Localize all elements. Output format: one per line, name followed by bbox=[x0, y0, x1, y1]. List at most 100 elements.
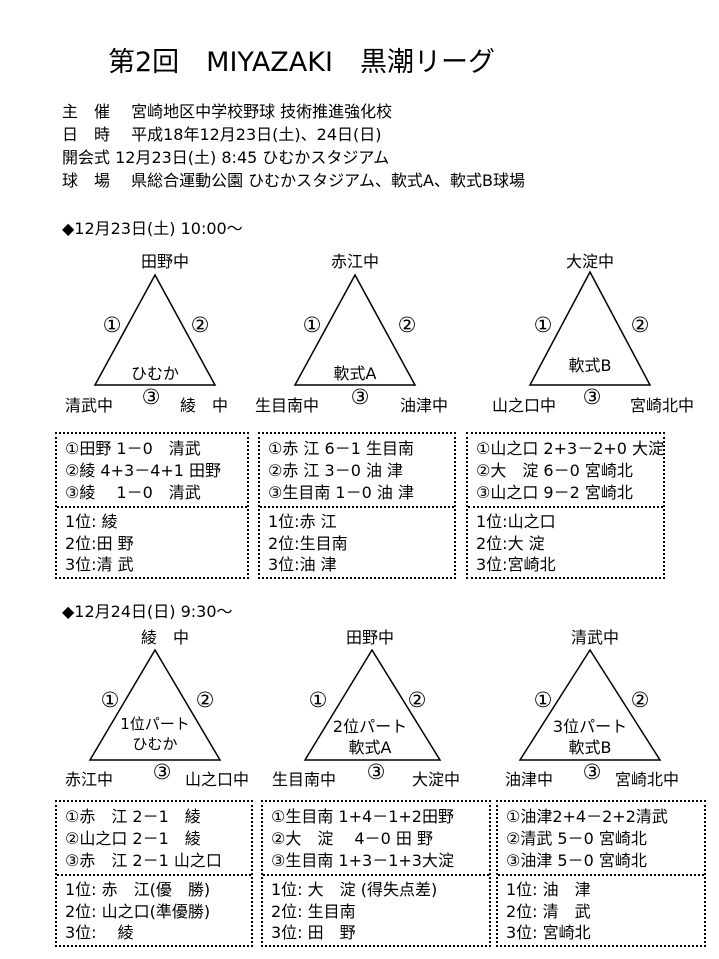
venue-label: 軟式A bbox=[348, 738, 392, 757]
match-2-marker: ② bbox=[630, 313, 650, 337]
team-right: 宮崎北中 bbox=[630, 396, 695, 415]
match-1-marker: ① bbox=[308, 688, 328, 712]
ranking: 1位:赤 江 bbox=[268, 512, 337, 531]
ranking: 2位:田 野 bbox=[65, 533, 134, 553]
ranking: 2位: 生目南 bbox=[271, 901, 356, 921]
ranking: 3位:宮崎北 bbox=[476, 555, 556, 574]
match-result: ②山之口 2－1 綾 bbox=[65, 829, 201, 848]
triangle-day1-group1 bbox=[93, 273, 217, 386]
team-left: 赤江中 bbox=[65, 770, 114, 789]
match-result: ③赤 江 2－1 山之口 bbox=[65, 851, 222, 870]
match-3-marker: ③ bbox=[141, 385, 161, 409]
match-result: ③生目南 1－0 油 津 bbox=[268, 483, 414, 502]
results-box-day2-group1: ①赤 江 2－1 綾 ②山之口 2－1 綾 ③赤 江 2－1 山之口 1位: 赤 江… bbox=[55, 800, 253, 947]
team-top: 清武中 bbox=[570, 628, 620, 647]
team-right: 山之口中 bbox=[185, 770, 250, 789]
results-box-day2-group2: ①生目南 1+4－1+2田野 ②大 淀 4－0 田 野 ③生目南 1+3－1+3大淀… bbox=[261, 800, 491, 947]
team-top: 赤江中 bbox=[330, 252, 380, 271]
ranking: 3位: 田 野 bbox=[271, 923, 356, 942]
match-3-marker: ③ bbox=[582, 385, 602, 409]
match-1-marker: ① bbox=[533, 688, 553, 712]
team-top: 大淀中 bbox=[565, 252, 615, 271]
team-right: 大淀中 bbox=[412, 770, 461, 789]
match-result: ①生目南 1+4－1+2田野 bbox=[271, 807, 454, 826]
match-result: ①赤 江 6－1 生目南 bbox=[268, 439, 414, 458]
match-result: ③生目南 1+3－1+3大淀 bbox=[271, 851, 454, 870]
team-left: 山之口中 bbox=[492, 396, 557, 415]
team-left: 清武中 bbox=[65, 396, 114, 415]
match-1-marker: ① bbox=[302, 313, 322, 337]
match-3-marker: ③ bbox=[350, 385, 370, 409]
team-left: 生目南中 bbox=[272, 770, 337, 789]
part-label: 2位パート bbox=[332, 717, 408, 736]
ranking: 2位: 清 武 bbox=[506, 901, 591, 921]
venue-label: 軟式B bbox=[568, 738, 612, 757]
triangle-day1-group2 bbox=[293, 273, 417, 386]
match-result: ①山之口 2+3－2+0 大淀 bbox=[476, 439, 665, 458]
ranking: 3位:清 武 bbox=[65, 555, 134, 574]
info-date: 日 時 平成18年12月23日(土)、24日(日) bbox=[62, 125, 382, 144]
match-2-marker: ② bbox=[190, 313, 210, 337]
results-box-day2-group3: ①油津2+4－2+2清武 ②清武 5－0 宮崎北 ③油津 5－0 宮崎北 1位: 油… bbox=[496, 800, 706, 947]
part-label: 1位パート bbox=[120, 715, 190, 733]
venue-label: ひむか bbox=[132, 735, 178, 753]
match-1-marker: ① bbox=[102, 313, 122, 337]
venue-label: ひむか bbox=[130, 364, 180, 383]
match-3-marker: ③ bbox=[152, 760, 172, 784]
team-right: 宮崎北中 bbox=[615, 770, 680, 789]
venue-label: 軟式B bbox=[568, 356, 612, 375]
match-result: ①油津2+4－2+2清武 bbox=[506, 807, 668, 826]
match-result: ②綾 4+3－4+1 田野 bbox=[65, 461, 222, 480]
match-result: ③綾 1－0 清武 bbox=[65, 483, 201, 502]
ranking: 2位: 山之口(準優勝) bbox=[65, 901, 211, 921]
day2-header: ◆12月24日(日) 9:30～ bbox=[62, 602, 233, 621]
triangle-day2-group1 bbox=[88, 648, 222, 761]
triangle-day2-group3 bbox=[518, 648, 662, 761]
match-2-marker: ② bbox=[195, 688, 215, 712]
ranking: 2位:生目南 bbox=[268, 533, 348, 553]
team-top: 田野中 bbox=[345, 628, 395, 647]
page-title: 第2回 MIYAZAKI 黒潮リーグ bbox=[108, 47, 495, 78]
match-2-marker: ② bbox=[630, 688, 650, 712]
match-result: ①赤 江 2－1 綾 bbox=[65, 807, 201, 826]
info-venue: 球 場 県総合運動公園 ひむかスタジアム、軟式A、軟式B球場 bbox=[62, 171, 525, 190]
ranking: 1位: 油 津 bbox=[506, 880, 591, 899]
ranking: 1位:山之口 bbox=[476, 512, 556, 531]
ranking: 3位: 宮崎北 bbox=[506, 923, 591, 942]
ranking: 2位:大 淀 bbox=[476, 533, 545, 553]
match-2-marker: ② bbox=[397, 313, 417, 337]
results-box-day1-group2: ①赤 江 6－1 生目南 ②赤 江 3－0 油 津 ③生目南 1－0 油 津 1位:… bbox=[258, 432, 456, 579]
match-1-marker: ① bbox=[533, 313, 553, 337]
match-result: ②大 淀 4－0 田 野 bbox=[271, 829, 433, 848]
info-organizer: 主 催 宮崎地区中学校野球 技術推進強化校 bbox=[62, 102, 393, 121]
ranking: 1位: 大 淀 (得失点差) bbox=[271, 880, 438, 899]
team-right: 油津中 bbox=[400, 396, 449, 415]
part-label: 3位パート bbox=[552, 717, 628, 736]
info-opening: 開会式 12月23日(土) 8:45 ひむかスタジアム bbox=[62, 148, 390, 167]
ranking: 3位:油 津 bbox=[268, 555, 337, 574]
ranking: 1位: 綾 bbox=[65, 512, 118, 531]
day1-header: ◆12月23日(土) 10:00～ bbox=[62, 219, 243, 238]
match-3-marker: ③ bbox=[366, 760, 386, 784]
triangle-day1-group3 bbox=[528, 270, 652, 386]
team-left: 生目南中 bbox=[255, 396, 320, 415]
results-box-day1-group1: ①田野 1－0 清武 ②綾 4+3－4+1 田野 ③綾 1－0 清武 1位: 綾 2位… bbox=[55, 432, 249, 579]
match-2-marker: ② bbox=[407, 688, 427, 712]
team-top: 田野中 bbox=[140, 252, 190, 271]
match-result: ②大 淀 6－0 宮崎北 bbox=[476, 461, 633, 480]
triangle-day2-group2 bbox=[303, 648, 442, 761]
match-3-marker: ③ bbox=[582, 760, 602, 784]
team-right: 綾 中 bbox=[180, 396, 229, 415]
match-result: ①田野 1－0 清武 bbox=[65, 439, 201, 458]
match-result: ②赤 江 3－0 油 津 bbox=[268, 461, 404, 480]
team-top: 綾 中 bbox=[140, 628, 190, 647]
match-result: ③山之口 9－2 宮崎北 bbox=[476, 483, 633, 502]
ranking: 3位: 綾 bbox=[65, 923, 134, 942]
venue-label: 軟式A bbox=[333, 364, 377, 383]
match-result: ③油津 5－0 宮崎北 bbox=[506, 851, 647, 870]
team-left: 油津中 bbox=[505, 770, 554, 789]
ranking: 1位: 赤 江(優 勝) bbox=[65, 880, 211, 899]
match-result: ②清武 5－0 宮崎北 bbox=[506, 829, 647, 848]
